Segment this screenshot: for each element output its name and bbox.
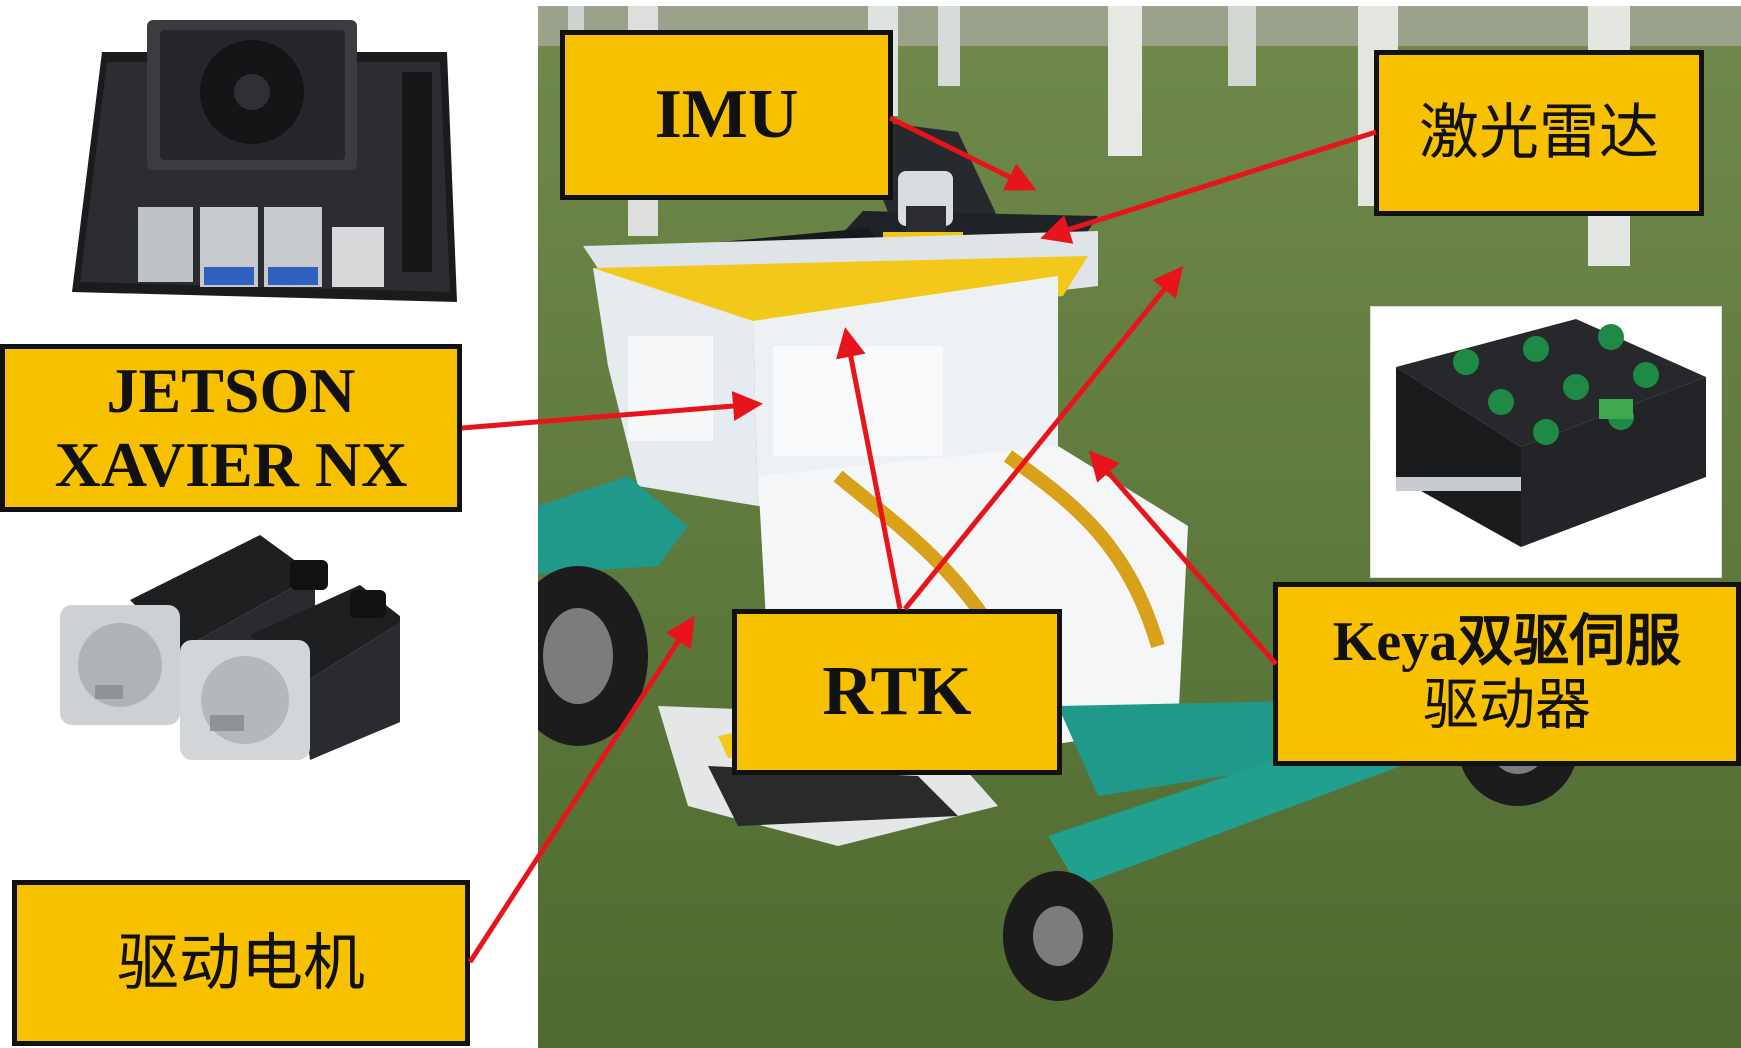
servo-motors-photo <box>60 505 400 760</box>
imu-label: IMU <box>560 30 893 200</box>
imu-label-text: IMU <box>654 75 799 153</box>
servo-driver-photo <box>1370 306 1722 578</box>
lidar-label: 激光雷达 <box>1374 50 1704 216</box>
motor-label: 驱动电机 <box>12 880 470 1046</box>
motor-label-text: 驱动电机 <box>116 926 365 1000</box>
jetson-label: JETSON XAVIER NX <box>0 344 462 512</box>
driver-label: Keya双驱伺服 驱动器 <box>1273 582 1741 766</box>
rtk-label: RTK <box>732 609 1062 775</box>
rtk-label-text: RTK <box>822 652 972 730</box>
driver-label-line1: Keya双驱伺服 <box>1332 610 1682 673</box>
jetson-label-line2: XAVIER NX <box>54 429 408 500</box>
jetson-label-line1: JETSON <box>106 355 356 427</box>
lidar-label-text: 激光雷达 <box>1419 97 1659 168</box>
driver-label-line2: 驱动器 <box>1423 673 1591 738</box>
jetson-board-photo <box>52 12 472 312</box>
